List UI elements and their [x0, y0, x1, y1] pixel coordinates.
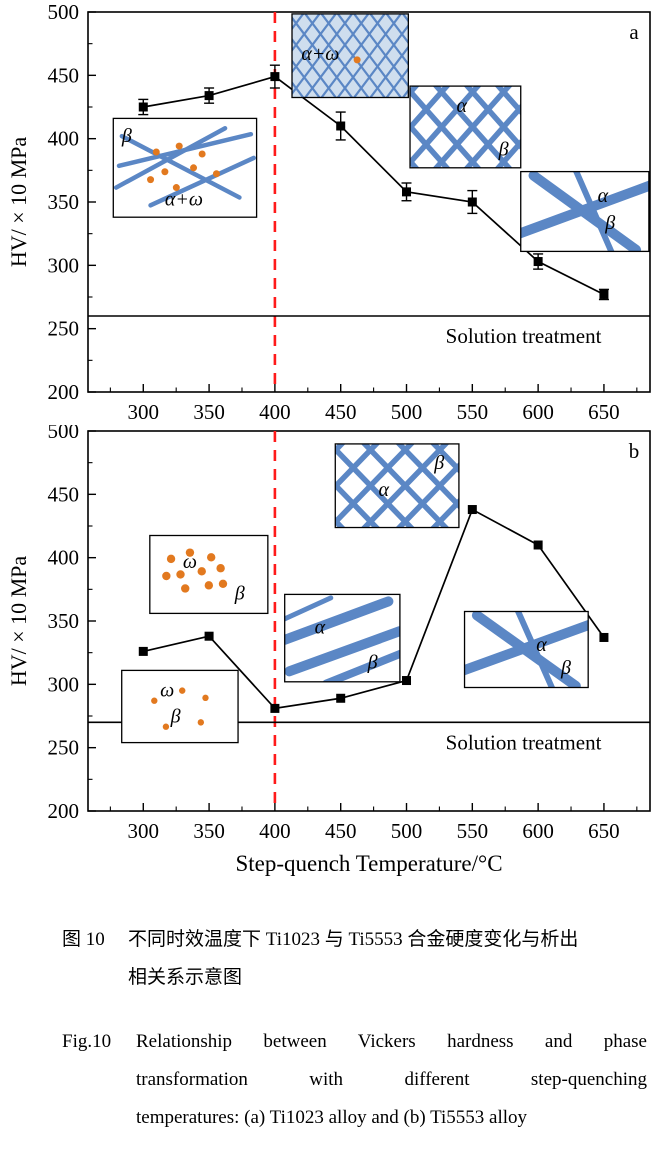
- svg-text:350: 350: [193, 400, 225, 424]
- svg-text:300: 300: [48, 253, 80, 277]
- svg-text:250: 250: [48, 317, 80, 341]
- svg-text:200: 200: [48, 799, 80, 823]
- microstructure-inset: [121, 670, 239, 743]
- microstructure-inset: [284, 594, 400, 682]
- caption-en-text: Relationship between Vickers hardness an…: [136, 1023, 647, 1137]
- svg-text:400: 400: [259, 400, 291, 424]
- figure-captions: 图 10 不同时效温度下 Ti1023 与 Ti5553 合金硬度变化与析出相关…: [0, 921, 669, 1137]
- caption-line: temperatures: (a) Ti1023 alloy and (b) T…: [136, 1107, 528, 1128]
- panel-a-chart: 300 350 400 450 500 550 600 650 200 250 300 350 400 4…: [6, 0, 651, 424]
- caption-line: transformation with different step-quenc…: [136, 1069, 647, 1090]
- svg-text:α: α: [315, 617, 326, 639]
- svg-text:β: β: [234, 582, 245, 604]
- microstructure-inset: [292, 13, 409, 98]
- microstructure-inset: [149, 535, 268, 614]
- microstructure-inset: [464, 611, 589, 688]
- svg-text:β: β: [121, 125, 132, 147]
- svg-text:α+ω: α+ω: [165, 188, 203, 210]
- svg-text:HV/ × 10 MPa: HV/ × 10 MPa: [6, 556, 31, 687]
- svg-text:600: 600: [522, 819, 554, 843]
- svg-text:β: β: [367, 652, 378, 674]
- svg-text:250: 250: [48, 736, 80, 760]
- svg-text:ω: ω: [160, 679, 174, 701]
- svg-text:450: 450: [48, 63, 80, 87]
- microstructure-inset: [410, 86, 521, 168]
- svg-text:300: 300: [128, 819, 160, 843]
- svg-text:500: 500: [391, 819, 423, 843]
- svg-text:α: α: [457, 95, 468, 117]
- svg-text:β: β: [433, 452, 444, 474]
- svg-text:α+ω: α+ω: [301, 43, 339, 65]
- svg-text:Step-quench Temperature/°C: Step-quench Temperature/°C: [235, 851, 502, 876]
- svg-text:400: 400: [48, 127, 80, 151]
- svg-text:Solution treatment: Solution treatment: [446, 730, 602, 754]
- caption-cn-tag: 图 10: [62, 929, 105, 950]
- microstructure-inset: [520, 171, 649, 252]
- svg-text:ω: ω: [183, 551, 197, 573]
- svg-text:500: 500: [391, 400, 423, 424]
- microstructure-inset: [113, 118, 257, 218]
- svg-text:Solution treatment: Solution treatment: [446, 324, 602, 348]
- svg-text:b: b: [629, 439, 640, 463]
- caption-line: 不同时效温度下 Ti1023 与 Ti5553 合金硬度变化与析出: [128, 929, 579, 950]
- caption-english: Fig.10 Relationship between Vickers hard…: [0, 1023, 669, 1137]
- svg-text:300: 300: [48, 672, 80, 696]
- svg-text:350: 350: [48, 609, 80, 633]
- svg-text:550: 550: [457, 819, 489, 843]
- svg-text:400: 400: [48, 546, 80, 570]
- svg-text:β: β: [498, 139, 509, 161]
- svg-text:300: 300: [128, 400, 160, 424]
- caption-chinese: 图 10 不同时效温度下 Ti1023 与 Ti5553 合金硬度变化与析出相关…: [0, 921, 669, 997]
- svg-text:α: α: [379, 479, 390, 501]
- caption-cn-text: 不同时效温度下 Ti1023 与 Ti5553 合金硬度变化与析出相关系示意图: [128, 921, 647, 997]
- svg-text:550: 550: [457, 400, 489, 424]
- caption-line: Relationship between Vickers hardness an…: [136, 1031, 647, 1052]
- panel-b-chart: 300 350 400 450 500 550 600 650 200 250 300 350 400 4…: [6, 425, 651, 876]
- svg-text:600: 600: [522, 400, 554, 424]
- svg-text:450: 450: [325, 819, 357, 843]
- caption-line: 相关系示意图: [128, 967, 243, 988]
- svg-text:650: 650: [588, 819, 620, 843]
- svg-text:500: 500: [48, 425, 80, 443]
- svg-text:500: 500: [48, 0, 80, 24]
- svg-text:β: β: [604, 212, 615, 234]
- svg-text:α: α: [536, 634, 547, 656]
- svg-text:650: 650: [588, 400, 620, 424]
- svg-text:450: 450: [48, 482, 80, 506]
- svg-text:a: a: [629, 20, 639, 44]
- svg-text:350: 350: [193, 819, 225, 843]
- svg-text:400: 400: [259, 819, 291, 843]
- svg-text:200: 200: [48, 380, 80, 404]
- svg-text:350: 350: [48, 190, 80, 214]
- svg-text:α: α: [598, 185, 609, 207]
- svg-text:β: β: [560, 657, 571, 679]
- svg-text:β: β: [170, 705, 181, 727]
- svg-text:HV/ × 10 MPa: HV/ × 10 MPa: [6, 137, 31, 268]
- caption-en-tag: Fig.10: [62, 1031, 112, 1052]
- svg-text:450: 450: [325, 400, 357, 424]
